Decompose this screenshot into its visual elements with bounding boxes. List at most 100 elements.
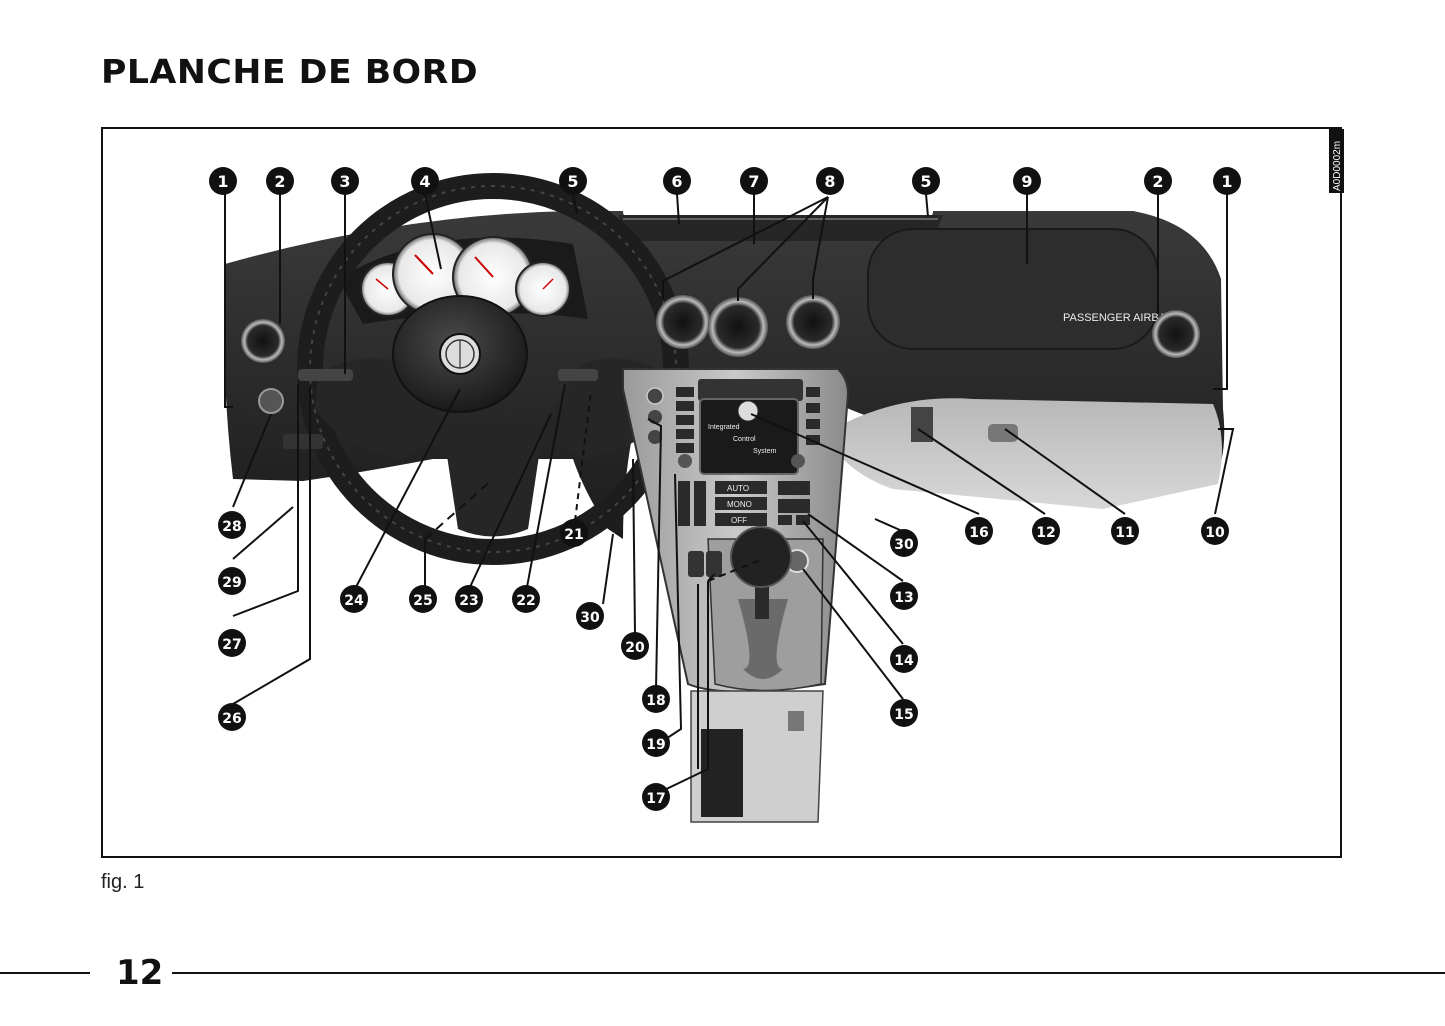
footer-rule-right xyxy=(172,972,1445,974)
svg-text:22: 22 xyxy=(516,593,535,609)
svg-text:19: 19 xyxy=(646,737,665,753)
callout-6: 6 xyxy=(663,167,691,195)
callout-25: 25 xyxy=(409,585,437,613)
figure-frame: PASSENGER AIRBAG Integrated Control Syst… xyxy=(101,127,1344,858)
callout-18: 18 xyxy=(642,685,670,713)
callout-22: 22 xyxy=(512,585,540,613)
svg-text:9: 9 xyxy=(1021,172,1032,191)
right-side-vent xyxy=(1152,310,1200,358)
svg-text:4: 4 xyxy=(419,172,430,191)
svg-text:5: 5 xyxy=(567,172,578,191)
ics-line-3: System xyxy=(753,448,777,455)
svg-text:15: 15 xyxy=(894,707,913,723)
svg-text:10: 10 xyxy=(1205,525,1225,541)
callout-26: 26 xyxy=(218,703,246,731)
svg-text:26: 26 xyxy=(222,711,241,727)
svg-text:11: 11 xyxy=(1115,525,1134,541)
callout-24: 24 xyxy=(340,585,368,613)
tuning-knob xyxy=(791,454,805,468)
callout-16: 16 xyxy=(965,517,993,545)
window-switch-right xyxy=(706,551,722,577)
callout-1-right: 1 xyxy=(1213,167,1241,195)
callout-19: 19 xyxy=(642,729,670,757)
ics-line-2: Control xyxy=(733,436,756,443)
callout-11: 11 xyxy=(1111,517,1139,545)
cd-slot xyxy=(698,379,803,401)
callout-markers: 1 2 3 4 5 6 7 8 5 9 2 1 10 11 12 16 30 1… xyxy=(209,167,1241,811)
callout-9: 9 xyxy=(1013,167,1041,195)
airbag-deactivation-switch xyxy=(911,407,933,442)
callout-12: 12 xyxy=(1032,517,1060,545)
callout-7: 7 xyxy=(740,167,768,195)
climate-mono: MONO xyxy=(727,500,752,509)
svg-text:5: 5 xyxy=(920,172,931,191)
callout-13: 13 xyxy=(890,582,918,610)
callout-2-right: 2 xyxy=(1144,167,1172,195)
callout-5-left: 5 xyxy=(559,167,587,195)
callout-10: 10 xyxy=(1201,517,1229,545)
callout-1-left: 1 xyxy=(209,167,237,195)
dashboard-illustration: PASSENGER AIRBAG Integrated Control Syst… xyxy=(209,129,1344,823)
lower-left-trim xyxy=(283,434,323,449)
callout-23: 23 xyxy=(455,585,483,613)
figure-code: A0D0002m xyxy=(1332,141,1343,191)
svg-text:23: 23 xyxy=(459,593,478,609)
svg-text:21: 21 xyxy=(564,527,583,543)
callout-2-left: 2 xyxy=(266,167,294,195)
svg-text:8: 8 xyxy=(824,172,835,191)
callout-5-right: 5 xyxy=(912,167,940,195)
tunnel-switch xyxy=(788,711,804,731)
svg-text:30: 30 xyxy=(580,610,600,626)
callout-3: 3 xyxy=(331,167,359,195)
svg-text:24: 24 xyxy=(344,593,364,609)
window-switch-left xyxy=(688,551,704,577)
ics-line-1: Integrated xyxy=(708,424,740,431)
svg-text:13: 13 xyxy=(894,590,913,606)
passenger-airbag-panel xyxy=(867,228,1159,350)
svg-text:1: 1 xyxy=(217,172,228,191)
ics-keypad xyxy=(676,387,820,453)
svg-text:16: 16 xyxy=(969,525,988,541)
callout-17: 17 xyxy=(642,783,670,811)
svg-text:30: 30 xyxy=(894,537,914,553)
rear-fog-button xyxy=(648,430,662,444)
callout-29: 29 xyxy=(218,567,246,595)
svg-text:17: 17 xyxy=(646,791,665,807)
svg-text:25: 25 xyxy=(413,593,432,609)
svg-text:3: 3 xyxy=(339,172,350,191)
svg-text:18: 18 xyxy=(646,693,665,709)
svg-text:27: 27 xyxy=(222,637,241,653)
svg-text:6: 6 xyxy=(671,172,682,191)
callout-4: 4 xyxy=(411,167,439,195)
gear-knob xyxy=(730,526,792,588)
figure-caption: fig. 1 xyxy=(101,871,145,893)
callout-28: 28 xyxy=(218,511,246,539)
svg-text:7: 7 xyxy=(748,172,759,191)
callout-30-right: 30 xyxy=(890,529,918,557)
callout-21: 21 xyxy=(560,519,588,547)
callout-14: 14 xyxy=(890,645,918,673)
footer-rule-left xyxy=(0,972,90,974)
glovebox-handle xyxy=(988,424,1018,442)
left-stalk xyxy=(298,369,353,381)
callout-30-left: 30 xyxy=(576,602,604,630)
climate-auto: AUTO xyxy=(727,484,749,493)
climate-off: OFF xyxy=(731,516,747,525)
callout-27: 27 xyxy=(218,629,246,657)
page-title: PLANCHE DE BORD xyxy=(101,52,479,91)
svg-text:12: 12 xyxy=(1036,525,1055,541)
defroster-vent xyxy=(618,215,943,241)
gear-boot xyxy=(738,599,788,679)
svg-text:20: 20 xyxy=(625,640,645,656)
hazard-button xyxy=(646,387,664,405)
page-number: 12 xyxy=(116,953,164,993)
figure-code-badge xyxy=(1329,129,1344,193)
svg-text:28: 28 xyxy=(222,519,241,535)
callout-8: 8 xyxy=(816,167,844,195)
light-switch xyxy=(258,388,284,414)
callout-15: 15 xyxy=(890,699,918,727)
ics-logo-icon xyxy=(737,400,759,422)
airbag-label: PASSENGER AIRBAG xyxy=(1063,312,1175,324)
left-side-vent xyxy=(241,319,285,363)
volume-knob xyxy=(678,454,692,468)
